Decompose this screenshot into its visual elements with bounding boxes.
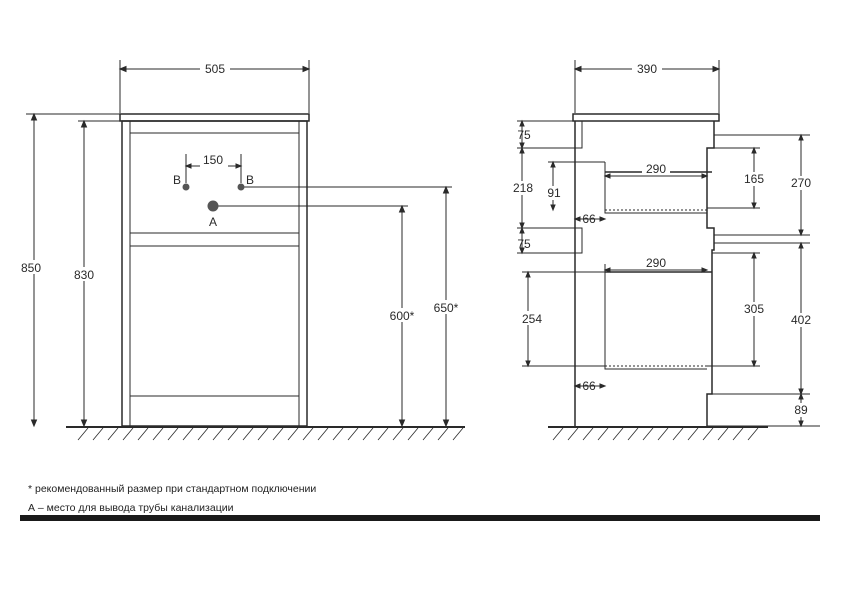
lower-depth-label: 290 xyxy=(646,256,666,270)
side-back-profile xyxy=(706,121,715,426)
upper-depth-label: 290 xyxy=(646,162,666,176)
lower-zone-label: 402 xyxy=(791,313,811,327)
plinth-label: 89 xyxy=(794,403,808,417)
total-height-label: 850 xyxy=(21,261,41,275)
drain-label: A xyxy=(209,215,217,229)
body-height-label: 830 xyxy=(74,268,94,282)
upper-inner-height-label: 91 xyxy=(547,186,561,200)
middle-rail-label: 75 xyxy=(517,237,531,251)
front-width-label: 505 xyxy=(205,62,225,76)
side-depth-label: 390 xyxy=(637,62,657,76)
upper-back-gap-label: 66 xyxy=(582,212,596,226)
lower-back-gap-label: 66 xyxy=(582,379,596,393)
side-countertop xyxy=(572,113,720,122)
drain-height-label: 600* xyxy=(390,309,415,323)
footer-bar xyxy=(20,515,820,521)
front-countertop xyxy=(119,113,310,122)
inlet-right-marker xyxy=(237,183,245,191)
inlet-left-label: B xyxy=(173,173,181,187)
inlet-left-marker xyxy=(182,183,190,191)
drain-marker xyxy=(207,200,219,212)
upper-opening-label: 165 xyxy=(744,172,764,186)
upper-zone-label: 270 xyxy=(791,176,811,190)
recommended-size-note: * рекомендованный размер при стандартном… xyxy=(28,483,317,495)
upper-drawer-label: 218 xyxy=(513,181,533,195)
pipe-spacing-label: 150 xyxy=(203,153,223,167)
lower-drawer-label: 254 xyxy=(522,312,542,326)
lower-drawer-box xyxy=(604,264,707,370)
lower-opening-label: 305 xyxy=(744,302,764,316)
inlet-right-label: B xyxy=(246,173,254,187)
side-view xyxy=(517,60,820,441)
top-rail-label: 75 xyxy=(517,128,531,142)
front-view xyxy=(26,60,465,441)
side-floor-hatch xyxy=(552,427,759,441)
drain-hole-note: А – место для вывода трубы канализации xyxy=(28,502,234,514)
front-floor-hatch xyxy=(77,427,464,441)
inlet-height-label: 650* xyxy=(434,301,459,315)
